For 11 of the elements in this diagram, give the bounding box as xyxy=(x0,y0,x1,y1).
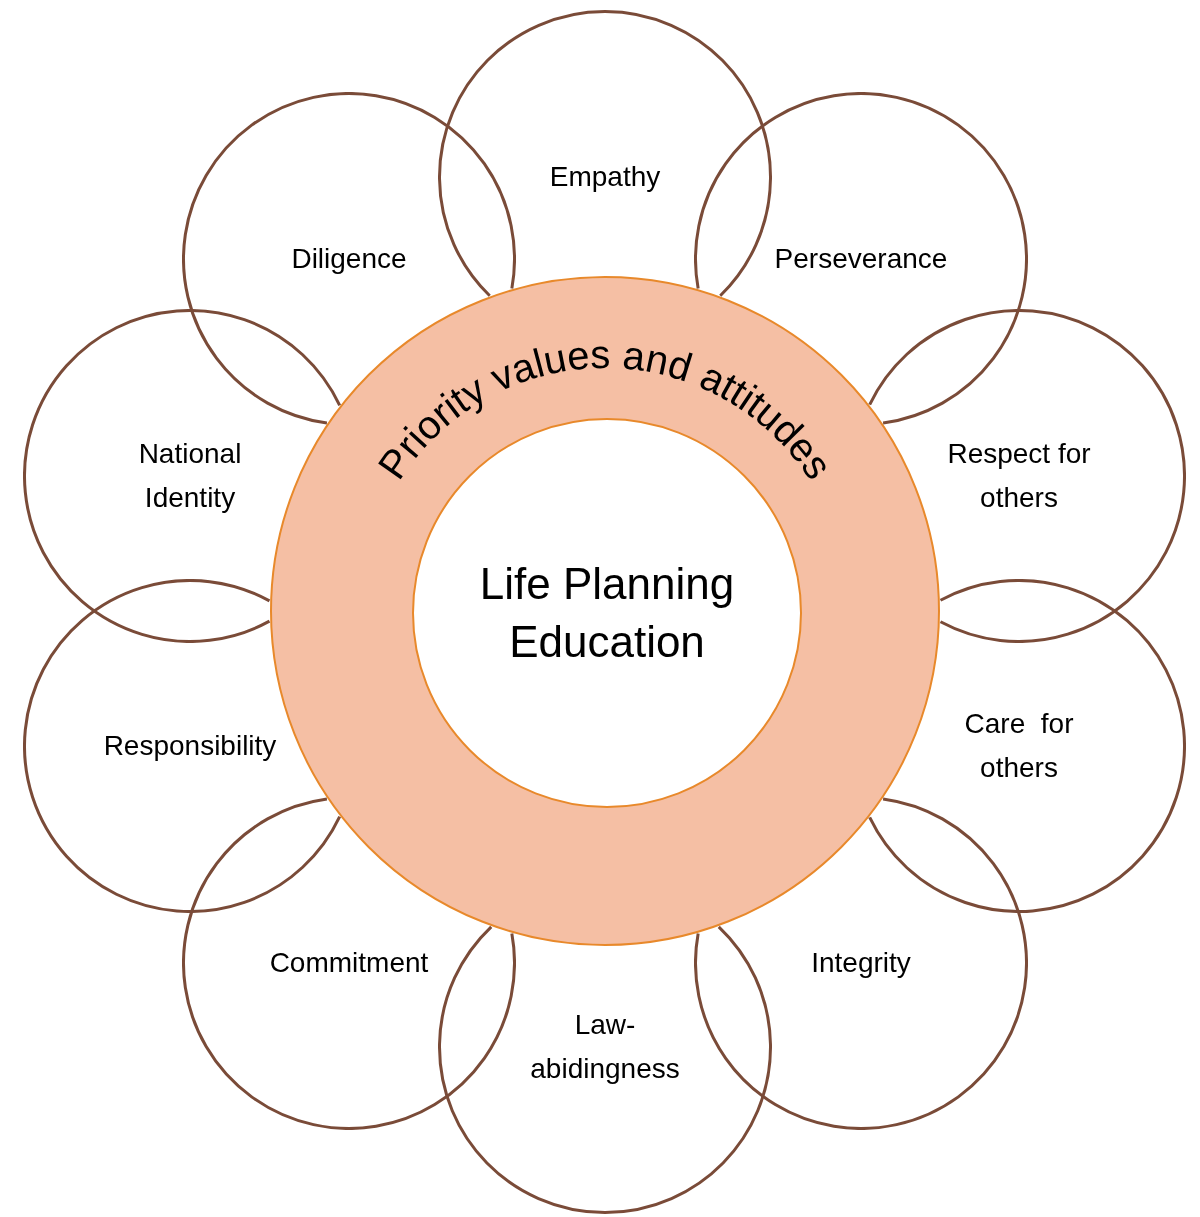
value-label: Empathy xyxy=(549,160,661,194)
value-label: Commitment xyxy=(269,946,429,980)
value-label: National Identity xyxy=(137,437,243,515)
center-title: Life Planning Education xyxy=(478,558,736,668)
value-label: Perseverance xyxy=(774,242,948,276)
value-label: Respect for others xyxy=(946,437,1092,515)
value-label: Integrity xyxy=(811,946,911,980)
value-label: Responsibility xyxy=(103,729,277,763)
value-label: Law- abidingness xyxy=(529,1008,681,1086)
value-label: Care for others xyxy=(963,707,1075,785)
value-label: Diligence xyxy=(291,242,407,276)
